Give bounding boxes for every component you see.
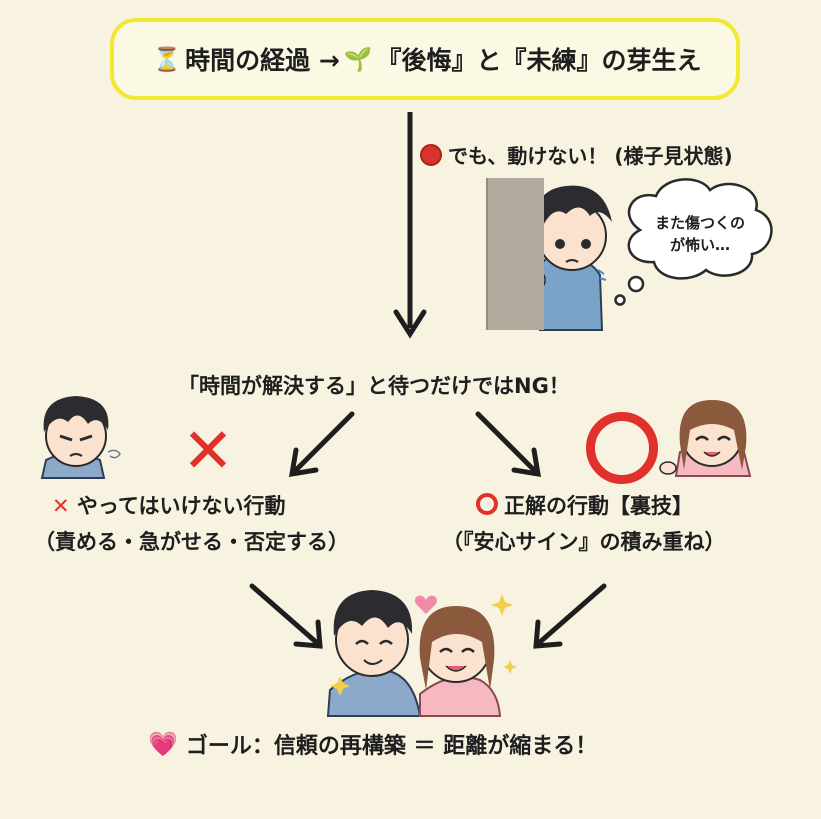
goal-text: ゴール：信頼の再構築 ＝ 距離が縮まる！ xyxy=(185,734,598,759)
ng-title: ✕ やってはいけない行動 xyxy=(52,490,285,520)
thought-line-2: が怖い… xyxy=(669,236,730,254)
ng-title-text: やってはいけない行動 xyxy=(76,494,286,518)
stop-label-text: でも、動けない！ (様子見状態) xyxy=(448,144,733,168)
ng-subtitle: （責める・急がせる・否定する） xyxy=(34,530,349,554)
circle-mark-icon xyxy=(476,493,498,515)
x-mark-icon: ✕ xyxy=(52,494,70,518)
title-text-a: 時間の経過 → xyxy=(185,46,340,75)
heart-icon: 💗 xyxy=(148,730,178,758)
ok-title-text: 正解の行動【裏技】 xyxy=(504,494,693,518)
thought-bubble xyxy=(614,178,773,306)
title-box: ⏳ 時間の経過 → 🌱 『後悔』と『未練』の芽生え xyxy=(110,18,740,100)
stop-label: でも、動けない！ (様子見状態) xyxy=(420,140,733,169)
sprout-icon: 🌱 xyxy=(343,46,373,73)
big-circle-icon xyxy=(586,412,658,484)
ok-subtitle: （『安心サイン』の積み重ね） xyxy=(442,530,726,554)
down-arrow-head xyxy=(393,309,427,339)
couple-illustration xyxy=(326,590,517,717)
ok-title: 正解の行動【裏技】 xyxy=(476,490,693,520)
wall xyxy=(486,178,544,330)
thought-bubble-text: また傷つくの が怖い… xyxy=(640,212,760,256)
big-x-icon: ✕ xyxy=(182,414,234,487)
angry-boy-illustration xyxy=(40,396,121,479)
stop-sign-icon xyxy=(420,143,442,166)
hourglass-icon: ⏳ xyxy=(152,46,182,73)
main-question: 「時間が解決する」と待つだけではNG！ xyxy=(178,374,570,398)
title-text-b: 『後悔』と『未練』の芽生え xyxy=(376,46,702,75)
sparkle-right xyxy=(503,660,517,674)
happy-girl-illustration xyxy=(659,400,752,477)
sparkle xyxy=(491,594,513,616)
goal-line: 💗 ゴール：信頼の再構築 ＝ 距離が縮まる！ xyxy=(148,728,597,760)
thought-line-1: また傷つくの xyxy=(654,214,745,232)
sparkle-left xyxy=(330,676,350,696)
small-heart xyxy=(415,595,437,614)
branch-arrows xyxy=(249,411,607,649)
